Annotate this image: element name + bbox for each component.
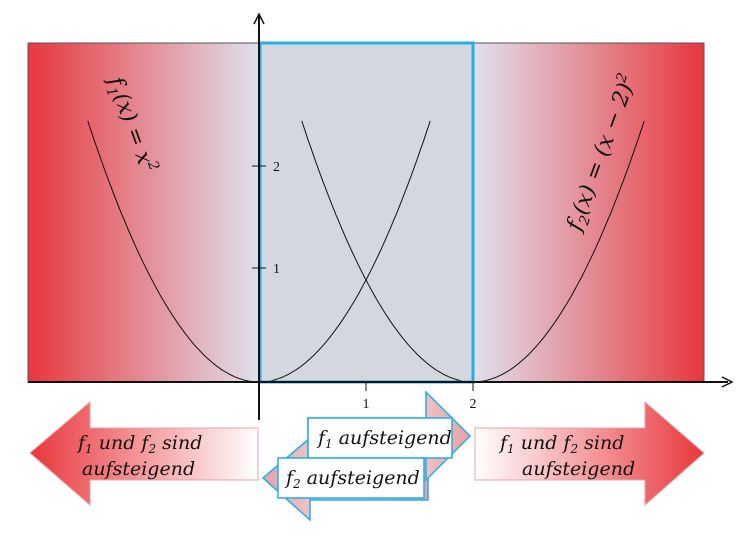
y-tick-1-label: 1 — [273, 262, 280, 277]
y-axis-arrowhead — [253, 12, 265, 25]
svg-text:f1 und f2 sind: f1 und f2 sind — [76, 432, 202, 456]
svg-text:f1 und f2 sind: f1 und f2 sind — [498, 432, 624, 456]
svg-text:f1 aufsteigend: f1 aufsteigend — [316, 427, 452, 451]
x-axis-arrowhead — [721, 376, 734, 388]
middle-right-arrow: f1 aufsteigend — [307, 390, 472, 482]
x-tick-1-label: 1 — [363, 397, 370, 412]
right-region — [473, 43, 704, 382]
middle-left-label: f2 aufsteigend — [277, 457, 425, 499]
svg-text:aufsteigend: aufsteigend — [82, 458, 195, 480]
svg-text:f2 aufsteigend: f2 aufsteigend — [284, 467, 420, 491]
svg-text:aufsteigend: aufsteigend — [522, 458, 635, 480]
x-tick-2-label: 2 — [470, 397, 477, 412]
left-region — [28, 43, 260, 382]
right-arrow: f1 und f2 sind aufsteigend — [474, 400, 705, 507]
middle-region — [260, 43, 473, 382]
left-arrow: f1 und f2 sind aufsteigend — [29, 400, 259, 507]
y-tick-2-label: 2 — [273, 160, 280, 175]
